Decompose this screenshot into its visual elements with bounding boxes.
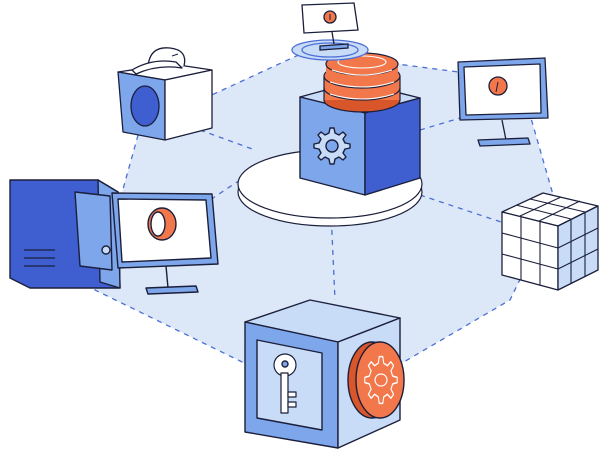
safe-key-gear-icon — [244, 299, 405, 449]
right-monitor-coin-icon — [457, 57, 549, 147]
hexagon-background — [95, 52, 556, 405]
rubik-cube-icon — [501, 192, 599, 291]
top-monitor-coin-icon — [291, 2, 369, 61]
coin-stack-icon — [323, 52, 401, 113]
small-cube-lock-icon — [117, 47, 213, 141]
desktop-computer-coin-icon — [9, 179, 219, 295]
